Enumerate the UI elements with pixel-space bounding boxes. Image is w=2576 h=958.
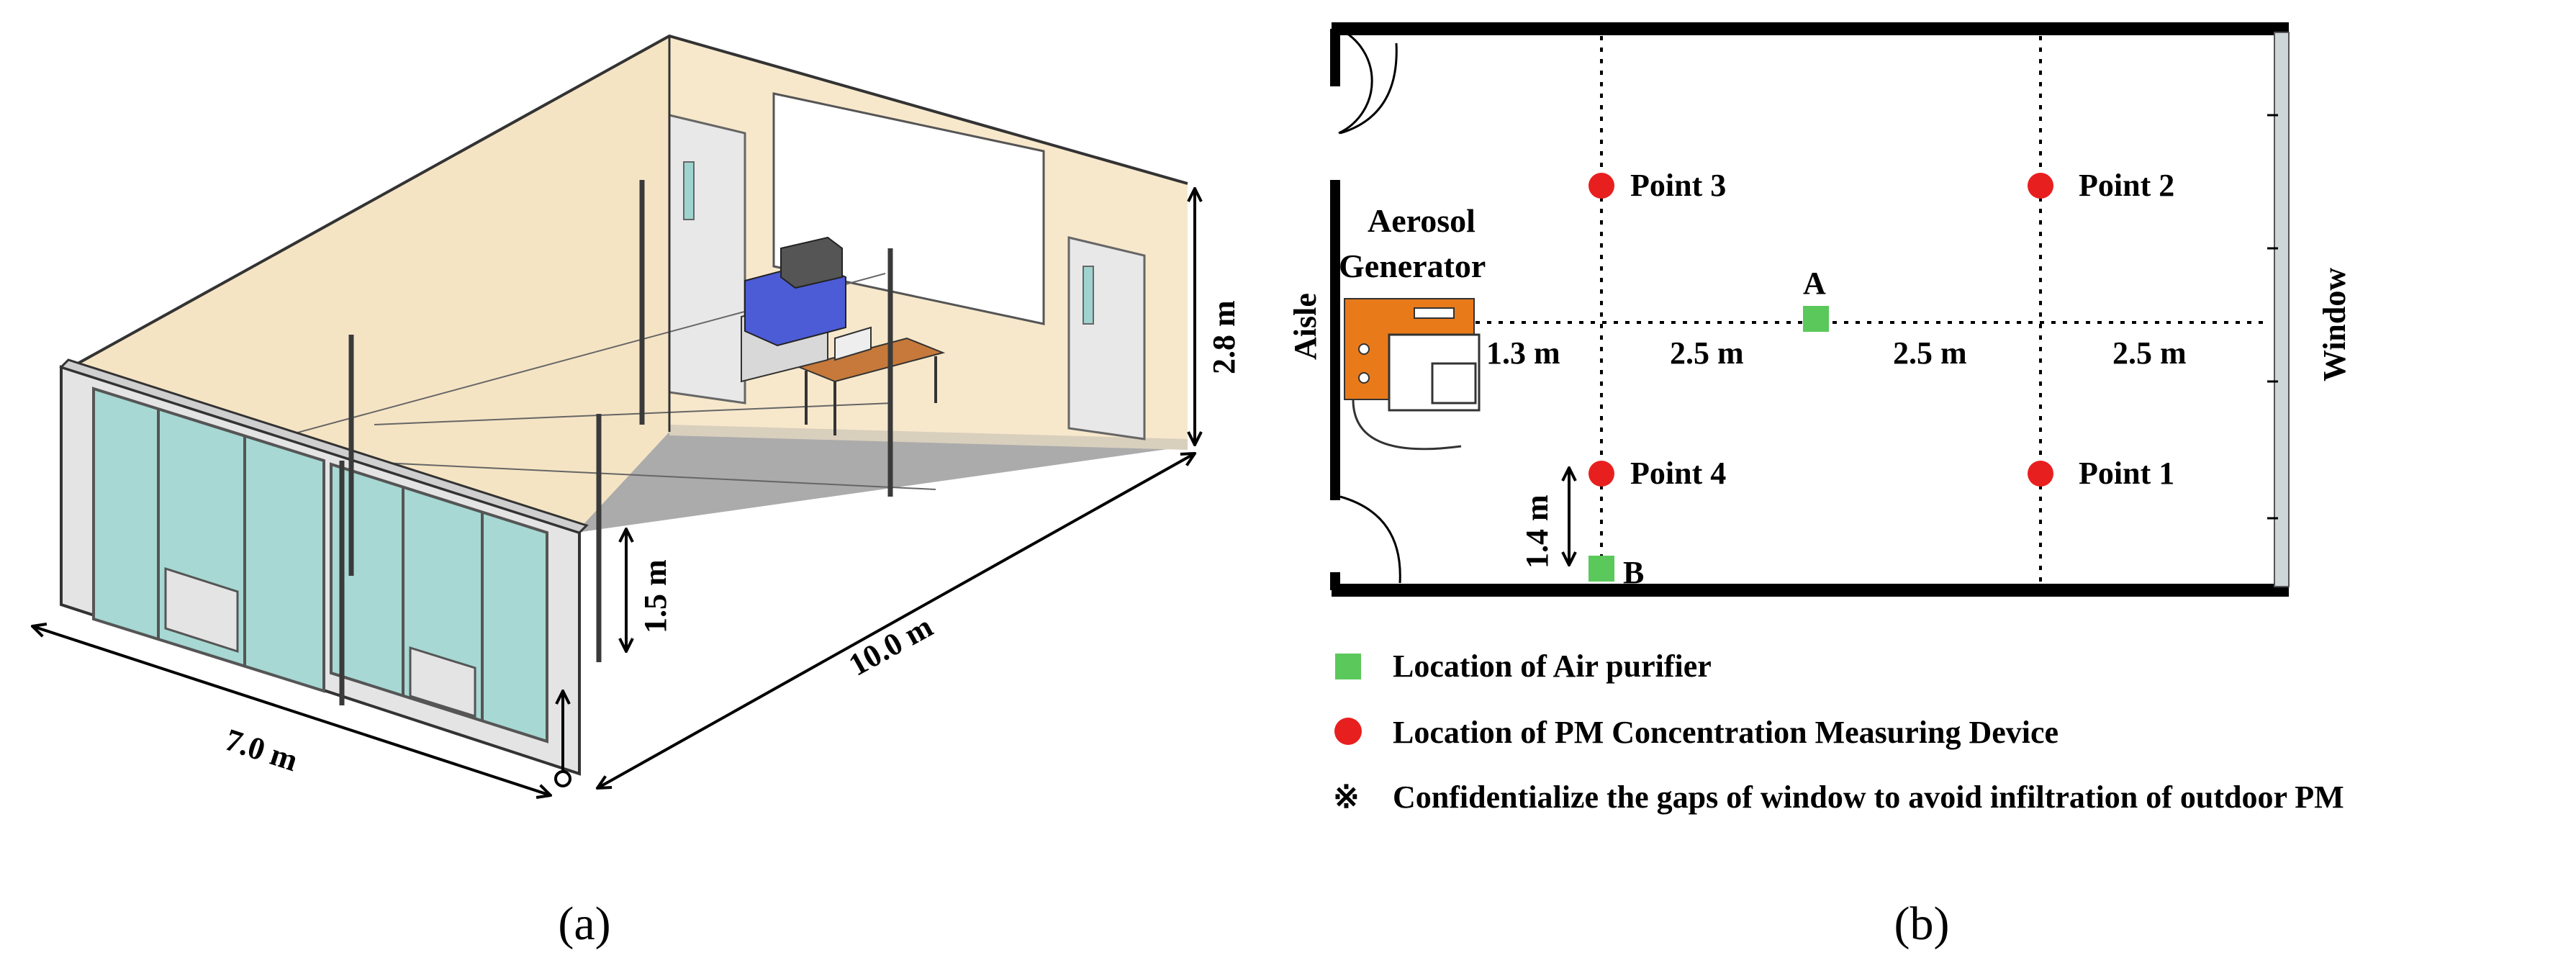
- legend-device-label: Location of PM Concentration Measuring D…: [1393, 715, 2058, 750]
- dim-width-label: 7.0 m: [221, 722, 302, 778]
- aerosol-generator-dot: [1358, 343, 1370, 355]
- dim-probe-label: 1.5 m: [638, 559, 673, 633]
- measuring-point-3: [1588, 173, 1614, 199]
- purifier-a-label: A: [1803, 266, 1826, 301]
- purifier-b-label: B: [1623, 555, 1644, 590]
- front-wall-top: [59, 358, 589, 534]
- measuring-point-2: [2028, 173, 2053, 199]
- panel-a-caption: (a): [558, 898, 610, 950]
- door-swing-top: [1338, 27, 1373, 135]
- right-wall-base: [669, 425, 1188, 450]
- measuring-point-1: [2028, 461, 2053, 487]
- spacing-label: 2.5 m: [2112, 335, 2187, 371]
- door-right: [1067, 236, 1146, 440]
- dim-length-arrow: [597, 453, 1195, 788]
- panel-a-room: 7.0 m 10.0 m 2.8 m 1.5 m: [32, 34, 1242, 795]
- door-left: [668, 114, 746, 405]
- legend-note-label: Confidentialize the gaps of window to av…: [1393, 779, 2344, 815]
- spacing-label: 2.5 m: [1893, 335, 1967, 371]
- point-3-label: Point 3: [1630, 168, 1726, 203]
- aerosol-label-line1: Aerosol: [1368, 202, 1475, 239]
- dim-width-arrow: [32, 626, 551, 795]
- point-1-label: Point 1: [2079, 456, 2174, 491]
- spacing-label: 2.5 m: [1670, 335, 1744, 371]
- measuring-point-4: [1588, 461, 1614, 487]
- door-swing-top-arc: [1339, 42, 1398, 135]
- dim-length-label: 10.0 m: [843, 608, 939, 682]
- dim-vertical-label: 1.4 m: [1519, 494, 1555, 569]
- origin-marker: [554, 770, 571, 787]
- plan-window: [2274, 32, 2290, 587]
- door-swing-bottom: [1339, 495, 1401, 584]
- aerosol-generator-dot: [1358, 372, 1370, 384]
- air-purifier-a: [1803, 306, 1829, 332]
- aerosol-generator-panel: [1431, 362, 1477, 405]
- panel-b-plan: Point 3 Point 2 Point 4 Point 1 A B Aisl…: [1288, 22, 2352, 815]
- door-right-window: [1083, 266, 1094, 325]
- aerosol-generator-arc: [1352, 399, 1462, 451]
- aisle-label: Aisle: [1288, 293, 1323, 360]
- aerosol-generator-slot: [1414, 307, 1455, 319]
- legend-note-symbol: ※: [1333, 779, 1360, 815]
- equipment-monitor: [834, 326, 872, 361]
- door-left-window: [683, 161, 695, 220]
- spacing-label: 1.3 m: [1486, 335, 1560, 371]
- legend-purifier-swatch: [1335, 654, 1361, 679]
- window-label: Window: [2317, 268, 2352, 381]
- point-4-label: Point 4: [1630, 456, 1726, 491]
- dim-height-label: 2.8 m: [1206, 300, 1242, 374]
- air-purifier-b: [1588, 556, 1614, 582]
- equipment-box: [780, 236, 843, 289]
- aerosol-label-line2: Generator: [1339, 248, 1486, 284]
- point-2-label: Point 2: [2079, 168, 2174, 203]
- legend-purifier-label: Location of Air purifier: [1393, 649, 1712, 684]
- panel-b-caption: (b): [1894, 898, 1950, 950]
- legend-device-swatch: [1334, 718, 1362, 745]
